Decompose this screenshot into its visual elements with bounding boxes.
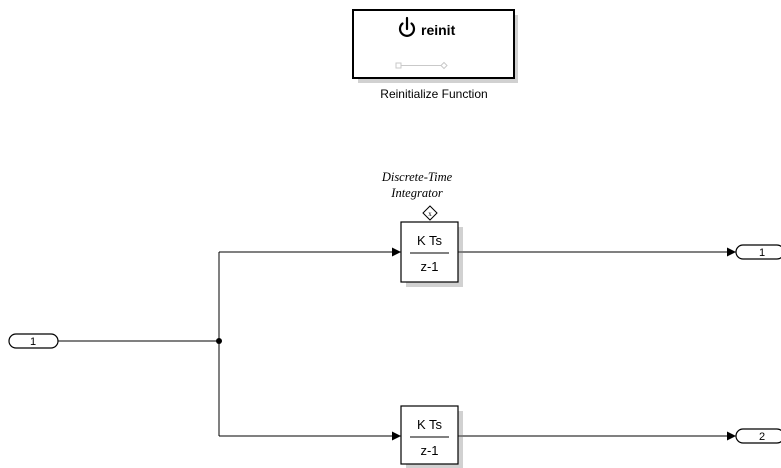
state-port-glyph: x — [428, 210, 432, 218]
outport-1-label: 1 — [759, 247, 765, 259]
power-icon — [398, 16, 416, 37]
reinit-title: reinit — [421, 22, 456, 38]
integrator-top-denominator: z-1 — [420, 259, 438, 274]
inport-1[interactable]: 1 — [8, 333, 59, 349]
outport-2-label: 2 — [759, 431, 765, 443]
integrator-label-line2: Integrator — [390, 186, 443, 200]
discrete-time-integrator-top[interactable]: K Ts z-1 — [400, 221, 463, 287]
reinitialize-function-block[interactable]: reinit — [352, 9, 518, 83]
integrator-top-numerator: K Ts — [417, 233, 443, 248]
signal-lines[interactable] — [58, 247, 736, 441]
inport-1-label: 1 — [30, 336, 36, 348]
integrator-label-line1: Discrete-Time — [381, 170, 453, 184]
integrator-bottom-numerator: K Ts — [417, 417, 443, 432]
outport-2[interactable]: 2 — [735, 428, 781, 444]
event-connector-icon — [395, 61, 448, 70]
discrete-time-integrator-bottom[interactable]: K Ts z-1 — [400, 405, 463, 468]
state-port-diamond-icon[interactable]: x — [422, 205, 438, 221]
outport-1[interactable]: 1 — [735, 244, 781, 260]
reinit-caption: Reinitialize Function — [380, 87, 487, 101]
integrator-bottom-denominator: z-1 — [420, 443, 438, 458]
